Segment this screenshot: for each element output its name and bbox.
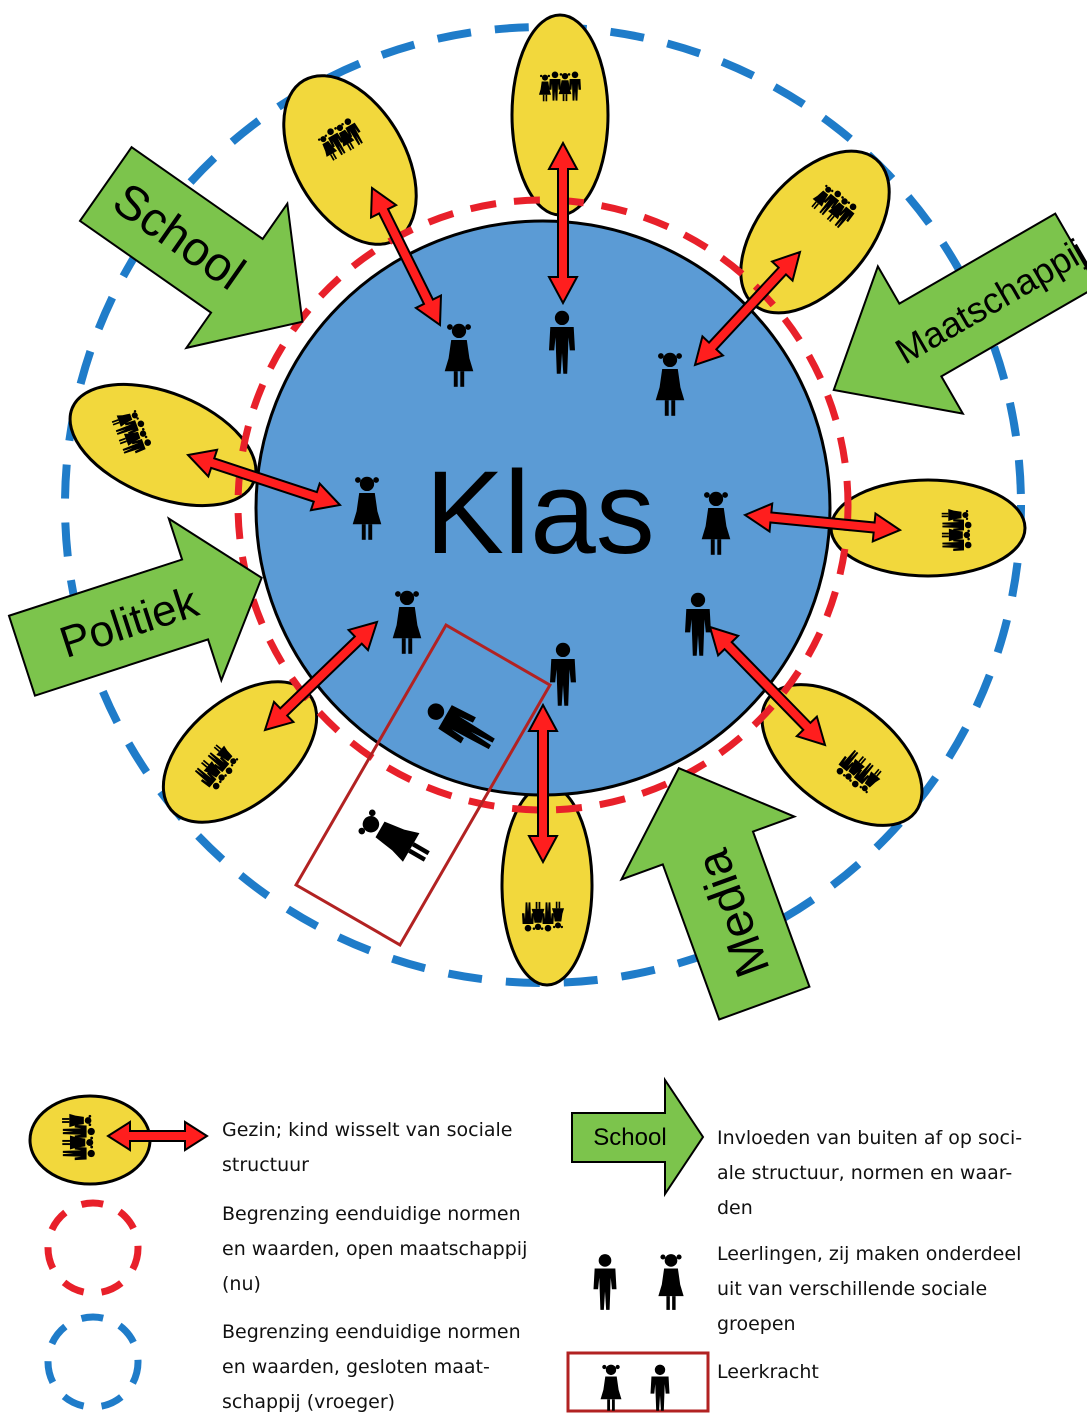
teacher-box bbox=[293, 623, 553, 947]
interaction-arrow bbox=[693, 250, 802, 367]
interaction-arrow bbox=[708, 625, 827, 747]
closed-society-boundary bbox=[61, 23, 1025, 987]
influence-arrow-media: Media bbox=[619, 766, 811, 1021]
legend-teacher-text: Leerkracht bbox=[717, 1361, 819, 1383]
legend-closed-boundary-symbol bbox=[44, 1313, 142, 1411]
interaction-arrow bbox=[742, 501, 903, 544]
legend-teacher-symbol bbox=[566, 1351, 710, 1413]
interaction-arrow bbox=[263, 620, 379, 732]
legend-family-symbol bbox=[28, 1094, 209, 1186]
open-society-boundary bbox=[234, 196, 852, 814]
legend-influence-symbol: School bbox=[571, 1076, 705, 1198]
legend-open-boundary-text: Begrenzing eenduidige normen en waarden,… bbox=[222, 1203, 533, 1295]
legend-influence-text: Invloeden van buiten af op soci- ale str… bbox=[717, 1127, 1028, 1219]
interaction-arrow bbox=[185, 448, 343, 512]
interaction-arrow bbox=[547, 140, 579, 306]
legend-open-boundary-symbol bbox=[44, 1199, 142, 1297]
legend: Gezin; kind wisselt van sociale structuu… bbox=[28, 1076, 1028, 1413]
legend-family-text: Gezin; kind wisselt van sociale structuu… bbox=[222, 1119, 519, 1176]
interaction-arrow bbox=[369, 186, 443, 327]
legend-closed-boundary-text: Begrenzing eenduidige normen en waarden,… bbox=[222, 1321, 527, 1413]
svg-text:School: School bbox=[593, 1124, 666, 1151]
legend-student-symbols bbox=[593, 1254, 684, 1310]
classroom-label: Klas bbox=[425, 447, 655, 579]
family-group-4 bbox=[68, 382, 258, 508]
interaction-arrow bbox=[527, 702, 559, 865]
legend-students-text: Leerlingen, zij maken onderdeel uit van … bbox=[717, 1243, 1027, 1335]
